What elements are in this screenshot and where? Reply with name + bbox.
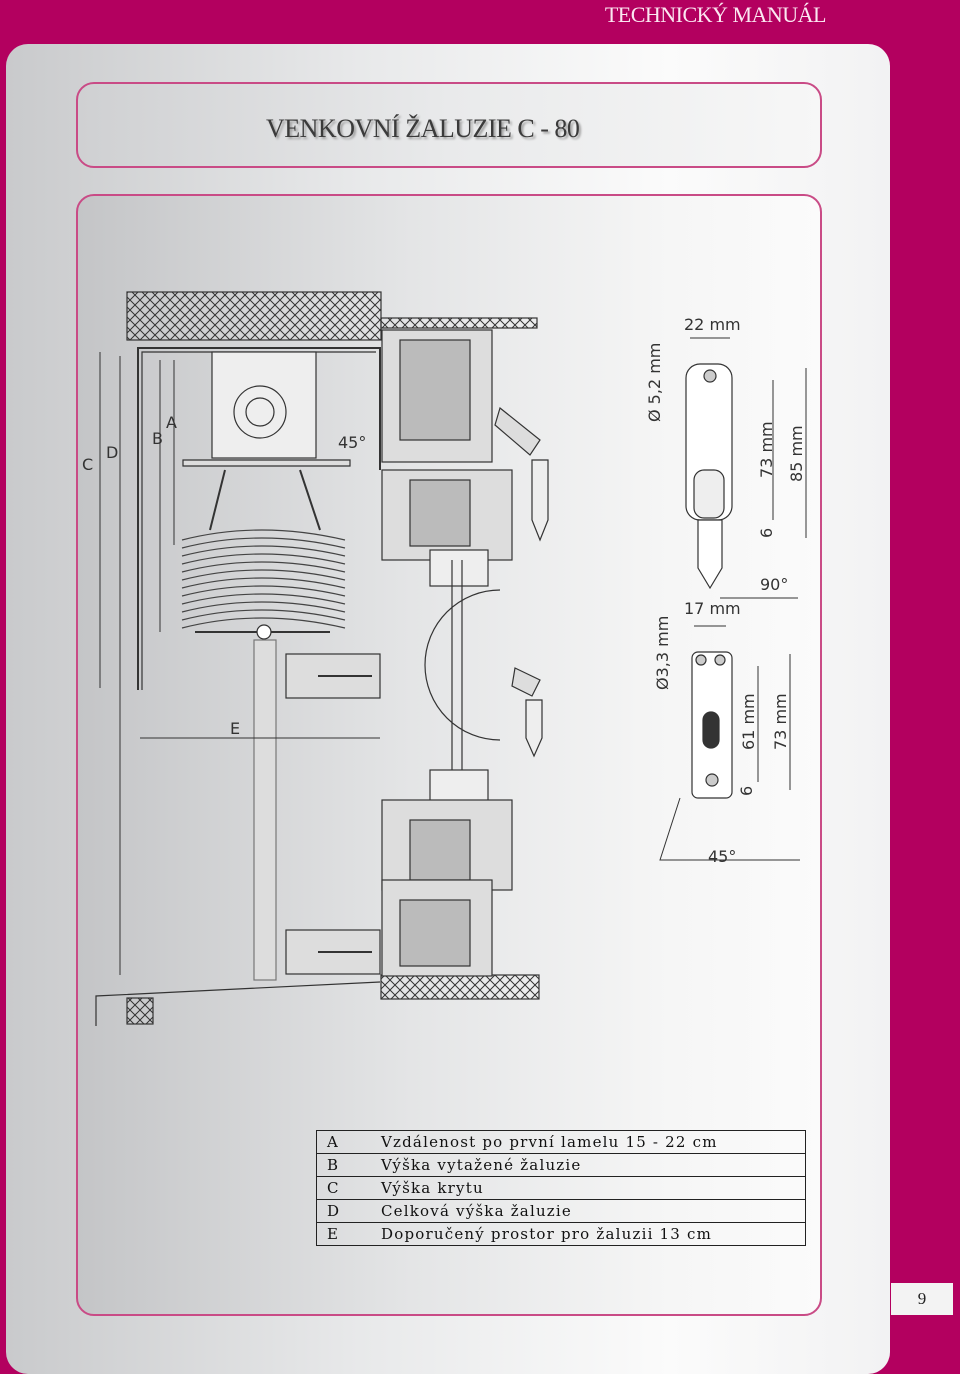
sill-hatch: [380, 974, 540, 1000]
label-d: D: [106, 443, 118, 462]
hook-bottom-height-inner: 61 mm: [739, 693, 758, 750]
legend-key: E: [327, 1225, 338, 1243]
hook-top-width: 22 mm: [684, 315, 741, 334]
title-box: VENKOVNÍ ŽALUZIE C - 80: [76, 82, 822, 168]
legend-table: A Vzdálenost po první lamelu 15 - 22 cm …: [316, 1130, 806, 1246]
hook-bottom-diameter: Ø3,3 mm: [653, 616, 672, 690]
hook-bottom-offset: 6: [737, 786, 756, 796]
legend-text: Doporučený prostor pro žaluzii 13 cm: [381, 1225, 713, 1243]
legend-row: B Výška vytažené žaluzie: [316, 1153, 806, 1177]
label-a: A: [166, 413, 177, 432]
legend-key: A: [316, 1130, 381, 1154]
document-title: VENKOVNÍ ŽALUZIE C - 80: [266, 114, 580, 143]
manual-header-title: TECHNICKÝ MANUÁL: [604, 2, 827, 27]
angle-top-label: 45°: [338, 433, 366, 452]
hook-top-offset: 6: [757, 528, 776, 538]
legend-key: D: [316, 1199, 381, 1223]
hook-top-height-inner: 73 mm: [757, 421, 776, 478]
legend-key: C: [316, 1176, 381, 1200]
hook-top-angle: 90°: [760, 575, 788, 594]
label-c: C: [82, 455, 93, 474]
legend-row: E Doporučený prostor pro žaluzii 13 cm: [317, 1223, 806, 1246]
ceiling-hatch: [126, 291, 382, 341]
legend-row: A Vzdálenost po první lamelu 15 - 22 cm: [316, 1130, 806, 1154]
technical-drawing-panel: C D B A E 45° Ø 5,2 mm 22 mm 73 mm 85 mm…: [76, 194, 822, 1316]
legend-key: B: [316, 1153, 381, 1177]
legend-row: D Celková výška žaluzie: [316, 1199, 806, 1223]
hook-bottom-height-total: 73 mm: [771, 693, 790, 750]
page-number: 9: [891, 1283, 953, 1315]
legend-text: Vzdálenost po první lamelu 15 - 22 cm: [381, 1130, 806, 1154]
label-b: B: [152, 429, 163, 448]
hook-top-height-total: 85 mm: [787, 425, 806, 482]
technical-drawing: C D B A E 45° Ø 5,2 mm 22 mm 73 mm 85 mm…: [82, 291, 807, 1026]
hook-bottom-angle: 45°: [708, 847, 736, 866]
legend-row: C Výška krytu: [316, 1176, 806, 1200]
hook-top-diameter: Ø 5,2 mm: [645, 343, 664, 422]
label-e: E: [230, 719, 240, 738]
hook-bottom-width: 17 mm: [684, 599, 741, 618]
legend-text: Výška vytažené žaluzie: [381, 1153, 806, 1177]
legend-text: Výška krytu: [381, 1176, 806, 1200]
legend-text: Celková výška žaluzie: [381, 1199, 806, 1223]
